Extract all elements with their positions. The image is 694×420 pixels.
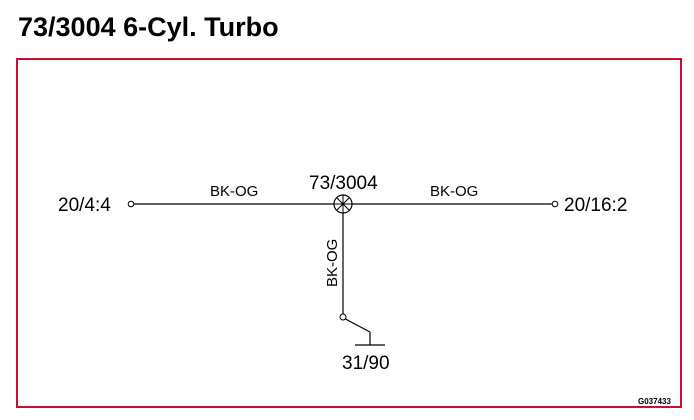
component-symbol	[333, 194, 353, 214]
switch-lever	[345, 318, 371, 333]
figure-code: G037433	[638, 397, 671, 406]
right-terminal-connector	[551, 200, 559, 208]
left-terminal-label: 20/4:4	[58, 195, 111, 216]
ground-terminal-label: 31/90	[342, 353, 390, 374]
wire-down-label: BK-OG	[324, 239, 341, 287]
component-label: 73/3004	[309, 173, 378, 194]
switch-contact	[339, 313, 347, 321]
diagram-frame	[16, 58, 682, 408]
wire-left-label: BK-OG	[210, 183, 258, 200]
right-terminal-label: 20/16:2	[564, 195, 627, 216]
left-terminal-connector	[127, 200, 135, 208]
wire-right-label: BK-OG	[430, 183, 478, 200]
page-title: 73/3004 6-Cyl. Turbo	[18, 12, 279, 42]
